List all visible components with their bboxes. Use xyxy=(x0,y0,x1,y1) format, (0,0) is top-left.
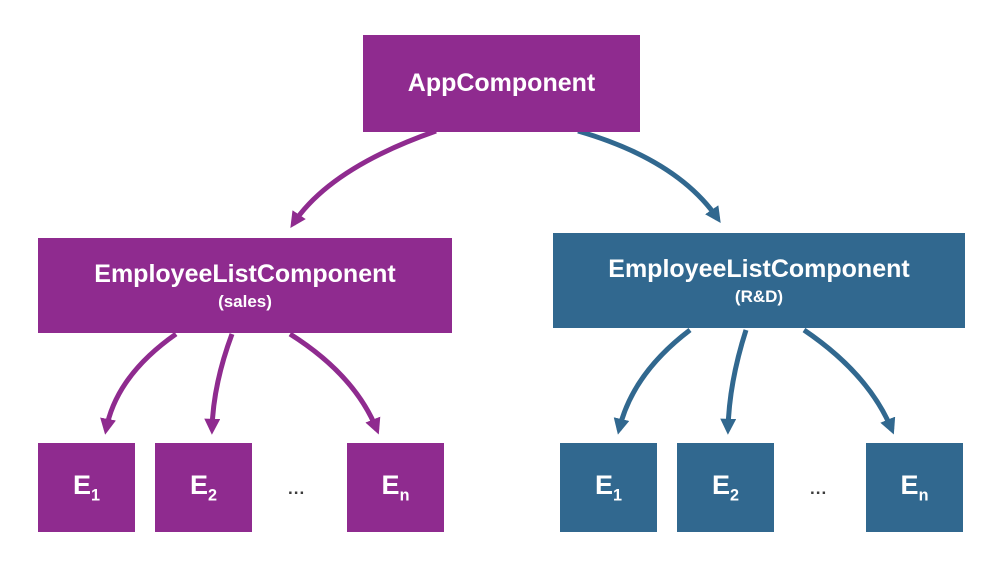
arrow-sales-to-en xyxy=(288,331,381,435)
node-label: En xyxy=(900,469,929,505)
node-app-component: AppComponent xyxy=(363,35,640,132)
arrow-root-to-rnd xyxy=(577,128,721,223)
node-sublabel: (R&D) xyxy=(734,286,784,306)
node-sales-employee-n: En xyxy=(347,443,444,532)
node-label: E1 xyxy=(72,469,101,505)
rnd-ellipsis: ... xyxy=(810,479,828,498)
node-rnd-employee-2: E2 xyxy=(677,443,774,532)
node-label: E2 xyxy=(711,469,740,505)
node-label: En xyxy=(381,469,410,505)
node-rnd-employee-n: En xyxy=(866,443,963,532)
arrow-root-to-sales xyxy=(290,128,437,229)
arrow-rnd-to-e1 xyxy=(613,328,692,435)
node-label: E2 xyxy=(189,469,218,505)
node-employee-list-rnd: EmployeeListComponent (R&D) xyxy=(553,233,965,328)
arrow-sales-to-e2 xyxy=(204,333,235,435)
node-sublabel: (sales) xyxy=(218,291,272,311)
arrow-rnd-to-en xyxy=(802,327,896,435)
node-label: AppComponent xyxy=(407,69,596,97)
node-sales-employee-1: E1 xyxy=(38,443,135,532)
arrow-sales-to-e1 xyxy=(100,331,178,435)
node-rnd-employee-1: E1 xyxy=(560,443,657,532)
node-label: EmployeeListComponent xyxy=(608,254,910,283)
arrow-rnd-to-e2 xyxy=(720,329,749,435)
node-employee-list-sales: EmployeeListComponent (sales) xyxy=(38,238,452,333)
node-label: EmployeeListComponent xyxy=(94,259,396,288)
node-sales-employee-2: E2 xyxy=(155,443,252,532)
node-label: E1 xyxy=(594,469,623,505)
sales-ellipsis: ... xyxy=(288,479,306,498)
